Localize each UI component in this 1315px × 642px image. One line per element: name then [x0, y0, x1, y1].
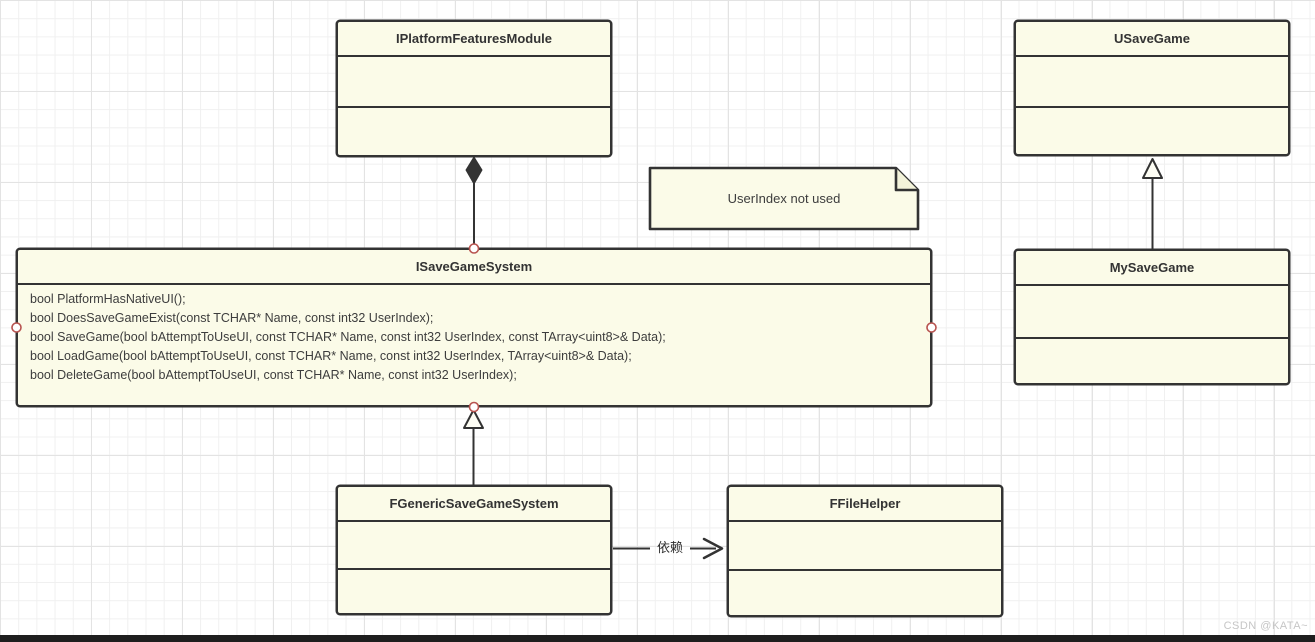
class-title: USaveGame — [1016, 22, 1288, 57]
inheritance-triangle-icon — [1142, 158, 1163, 179]
edge-composition-iplatformfeaturesmodule-isavegamesystem[interactable] — [465, 156, 483, 248]
class-compartment-methods — [1016, 108, 1288, 154]
class-title: FGenericSaveGameSystem — [338, 487, 610, 522]
class-compartment-methods — [729, 571, 1001, 615]
edge-inheritance-fgenericsavegamesystem-isavegamesystem[interactable] — [463, 409, 484, 486]
class-ffilehelper[interactable]: FFileHelper — [727, 485, 1003, 617]
note-userindex[interactable]: UserIndex not used — [648, 166, 920, 231]
bottom-bar — [0, 635, 1315, 642]
method-line: bool PlatformHasNativeUI(); — [30, 292, 186, 306]
class-compartment-methods — [1016, 339, 1288, 383]
method-line: bool SaveGame(bool bAttemptToUseUI, cons… — [30, 330, 666, 344]
class-compartment-methods — [338, 108, 610, 155]
class-compartment-fields — [338, 522, 610, 570]
class-isavegamesystem[interactable]: ISaveGameSystem bool PlatformHasNativeUI… — [16, 248, 932, 407]
class-compartment-fields — [338, 57, 610, 108]
note-text: UserIndex not used — [727, 191, 841, 206]
class-title: FFileHelper — [729, 487, 1001, 522]
class-compartment-methods: bool PlatformHasNativeUI(); bool DoesSav… — [18, 285, 930, 405]
open-arrowhead-icon — [702, 537, 724, 560]
method-line: bool DeleteGame(bool bAttemptToUseUI, co… — [30, 368, 517, 382]
class-mysavegame[interactable]: MySaveGame — [1014, 249, 1290, 385]
class-compartment-fields — [1016, 57, 1288, 108]
inheritance-triangle-icon — [463, 409, 484, 429]
class-title: MySaveGame — [1016, 251, 1288, 286]
class-compartment-fields — [1016, 286, 1288, 339]
class-iplatformfeaturesmodule[interactable]: IPlatformFeaturesModule — [336, 20, 612, 157]
class-title: ISaveGameSystem — [18, 250, 930, 285]
class-compartment-fields — [729, 522, 1001, 571]
class-usavegame[interactable]: USaveGame — [1014, 20, 1290, 156]
watermark: CSDN @KATA~ — [1223, 620, 1308, 632]
method-line: bool DoesSaveGameExist(const TCHAR* Name… — [30, 311, 434, 325]
note-shape-outline — [648, 166, 920, 231]
composition-diamond-icon — [465, 156, 483, 186]
dependency-edge-label: 依赖 — [656, 540, 683, 555]
method-line: bool LoadGame(bool bAttemptToUseUI, cons… — [30, 349, 632, 363]
class-title: IPlatformFeaturesModule — [338, 22, 610, 57]
class-compartment-methods — [338, 570, 610, 613]
class-fgenericsavegamesystem[interactable]: FGenericSaveGameSystem — [336, 485, 612, 615]
edge-inheritance-mysavegame-usavegame[interactable] — [1142, 158, 1163, 250]
